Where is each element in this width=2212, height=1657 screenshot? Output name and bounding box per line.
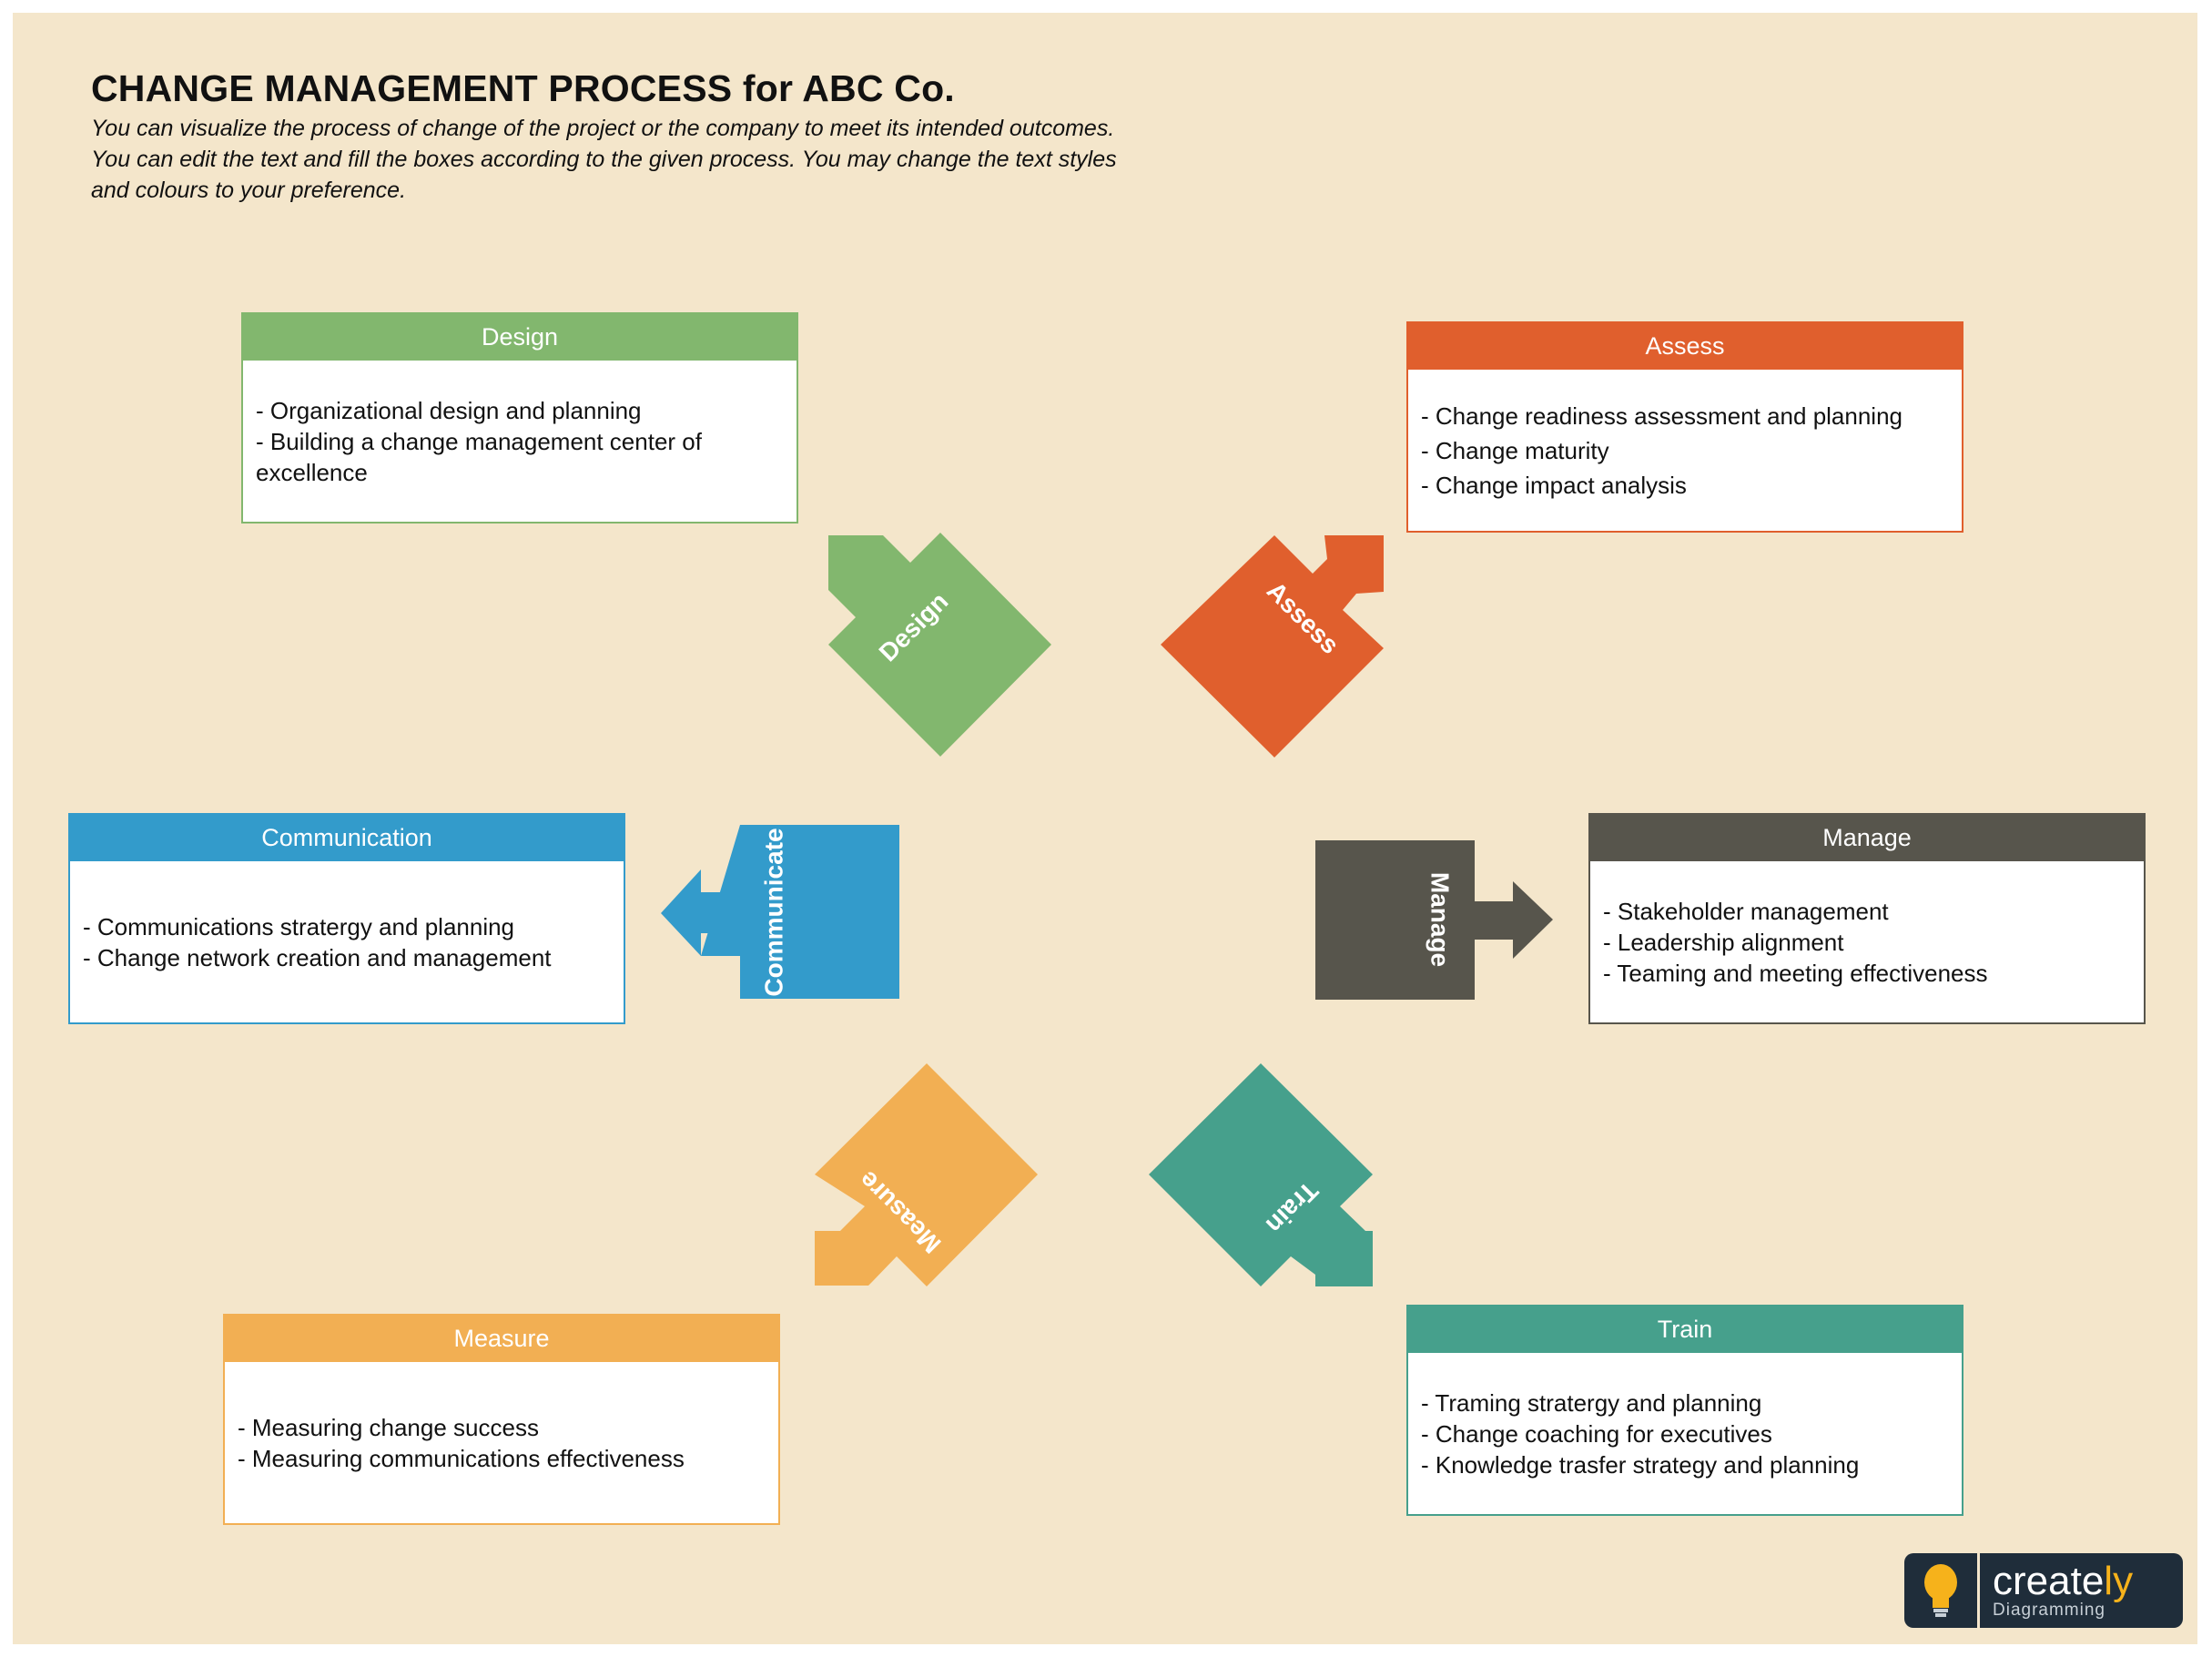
assess-card-body: - Change readiness assessment and planni…	[1408, 370, 1962, 531]
card-line: - Organizational design and planning	[256, 396, 642, 424]
manage-card-body: - Stakeholder management - Leadership al…	[1590, 861, 2144, 1022]
card-line: - Communications stratergy and planning	[83, 912, 515, 940]
communication-card[interactable]: Communication - Communications stratergy…	[68, 813, 625, 1024]
manage-card-header: Manage	[1590, 815, 2144, 861]
communication-card-header: Communication	[70, 815, 624, 861]
measure-card-header: Measure	[225, 1316, 778, 1362]
card-line: - Change impact analysis	[1421, 471, 1687, 499]
diagram-title: CHANGE MANAGEMENT PROCESS for ABC Co.	[91, 67, 955, 109]
train-shape[interactable]: Train	[1149, 1063, 1373, 1286]
train-card-body: - Traming stratergy and planning - Chang…	[1408, 1353, 1962, 1514]
logo-word-main: create	[1993, 1559, 2105, 1603]
logo-word-accent: ly	[2104, 1559, 2134, 1603]
card-line: - Change readiness assessment and planni…	[1421, 402, 1903, 430]
communicate-shape-label: Communicate	[759, 828, 787, 996]
logo-subtitle: Diagramming	[1993, 1601, 2105, 1620]
card-line: - Knowledge trasfer strategy and plannin…	[1421, 1450, 1860, 1479]
diagram-subtitle: You can visualize the process of change …	[91, 116, 1117, 203]
assess-card[interactable]: Assess - Change readiness assessment and…	[1406, 321, 1963, 533]
card-line: - Stakeholder management	[1603, 897, 1889, 925]
manage-card[interactable]: Manage - Stakeholder management - Leader…	[1588, 813, 2146, 1024]
card-line: - Measuring communications effectiveness	[238, 1444, 685, 1472]
design-card-header: Design	[243, 314, 797, 361]
train-card-header: Train	[1408, 1306, 1962, 1353]
card-line: - Change maturity	[1421, 436, 1609, 464]
card-line: excellence	[256, 458, 368, 486]
design-shape[interactable]: Design	[828, 533, 1051, 757]
card-line: - Measuring change success	[238, 1413, 539, 1441]
card-line: - Change coaching for executives	[1421, 1419, 1772, 1448]
assess-card-header: Assess	[1408, 323, 1962, 370]
design-card-body: - Organizational design and planning - B…	[243, 361, 797, 522]
train-card[interactable]: Train - Traming stratergy and planning -…	[1406, 1305, 1963, 1516]
measure-card-body: - Measuring change success - Measuring c…	[225, 1362, 778, 1523]
creately-logo: creately Diagramming	[1904, 1553, 2183, 1628]
communicate-shape[interactable]: Communicate	[661, 825, 899, 999]
lightbulb-icon	[1904, 1553, 1980, 1628]
manage-shape-label: Manage	[1426, 872, 1455, 967]
design-card[interactable]: Design - Organizational design and plann…	[241, 312, 798, 524]
card-line: - Teaming and meeting effectiveness	[1603, 959, 1988, 987]
card-line: - Building a change management center of	[256, 427, 702, 455]
assess-shape[interactable]: Assess	[1161, 535, 1384, 757]
communication-card-body: - Communications stratergy and planning …	[70, 861, 624, 1022]
measure-card[interactable]: Measure - Measuring change success - Mea…	[223, 1314, 780, 1525]
card-line: - Traming stratergy and planning	[1421, 1388, 1762, 1417]
card-line: - Leadership alignment	[1603, 928, 1844, 956]
card-line: - Change network creation and management	[83, 943, 552, 971]
measure-shape[interactable]: Measure	[815, 1063, 1038, 1286]
manage-shape[interactable]: Manage	[1315, 840, 1553, 1000]
logo-wordmark: creately	[1993, 1561, 2133, 1601]
